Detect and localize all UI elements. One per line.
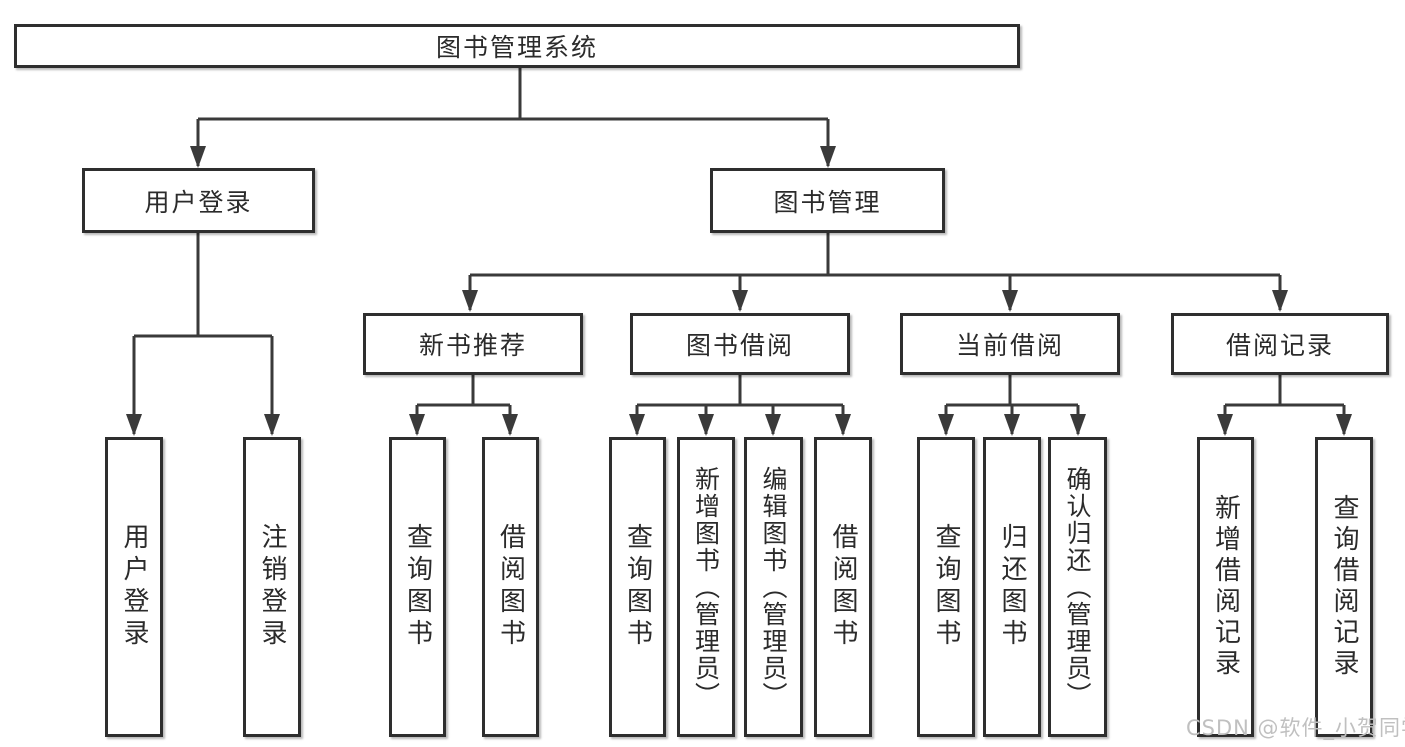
leaf-confirm-return-admin: 确认归还（管理员） (1048, 437, 1107, 737)
leaf-edit-books-admin: 编辑图书（管理员） (744, 437, 803, 737)
node-label: 图书管理 (773, 187, 882, 217)
leaf-user-login: 用户登录 (105, 437, 163, 737)
node-label: 当前借阅 (955, 331, 1064, 360)
leaf-add-books-admin: 新增图书（管理员） (677, 437, 735, 737)
leaf-query-borrow-record: 查询借阅记录 (1315, 437, 1373, 737)
node-label: 图书借阅 (685, 331, 794, 360)
node-label: 归还图书 (997, 523, 1027, 651)
leaf-borrow-books-recommend: 借阅图书 (482, 437, 539, 737)
node-label: 查询借阅记录 (1329, 494, 1359, 680)
node-label: 查询图书 (402, 523, 433, 651)
node-label: 借阅图书 (828, 523, 858, 651)
node-label: 用户登录 (119, 523, 149, 651)
node-label: 确认归还（管理员） (1063, 465, 1092, 709)
leaf-logout: 注销登录 (243, 437, 301, 737)
node-label: 用户登录 (144, 187, 253, 217)
csdn-watermark: CSDN @软件_小贺同学 (1186, 716, 1405, 740)
leaf-query-books-borrow: 查询图书 (609, 437, 666, 737)
node-book-borrowing: 图书借阅 (630, 313, 850, 375)
node-label: 编辑图书（管理员） (759, 465, 788, 709)
node-label: 借阅记录 (1225, 331, 1334, 360)
node-library-management-system: 图书管理系统 (14, 24, 1020, 68)
node-book-management: 图书管理 (710, 168, 945, 233)
node-label: 图书管理系统 (435, 33, 598, 62)
leaf-borrow-books: 借阅图书 (814, 437, 872, 737)
leaf-query-books-current: 查询图书 (917, 437, 975, 737)
leaf-add-borrow-record: 新增借阅记录 (1197, 437, 1254, 737)
node-label: 查询图书 (622, 523, 653, 651)
node-label: 借阅图书 (495, 523, 526, 651)
node-user-login: 用户登录 (82, 168, 315, 233)
leaf-return-books: 归还图书 (983, 437, 1041, 737)
leaf-query-books-recommend: 查询图书 (389, 437, 446, 737)
node-borrowing-records: 借阅记录 (1171, 313, 1389, 375)
node-label: 新书推荐 (418, 331, 527, 360)
node-new-book-recommendation: 新书推荐 (363, 313, 583, 375)
node-label: 新增借阅记录 (1210, 494, 1241, 680)
node-label: 注销登录 (257, 523, 287, 651)
node-label: 查询图书 (931, 523, 961, 651)
node-current-borrowing: 当前借阅 (900, 313, 1120, 375)
node-label: 新增图书（管理员） (691, 465, 721, 709)
